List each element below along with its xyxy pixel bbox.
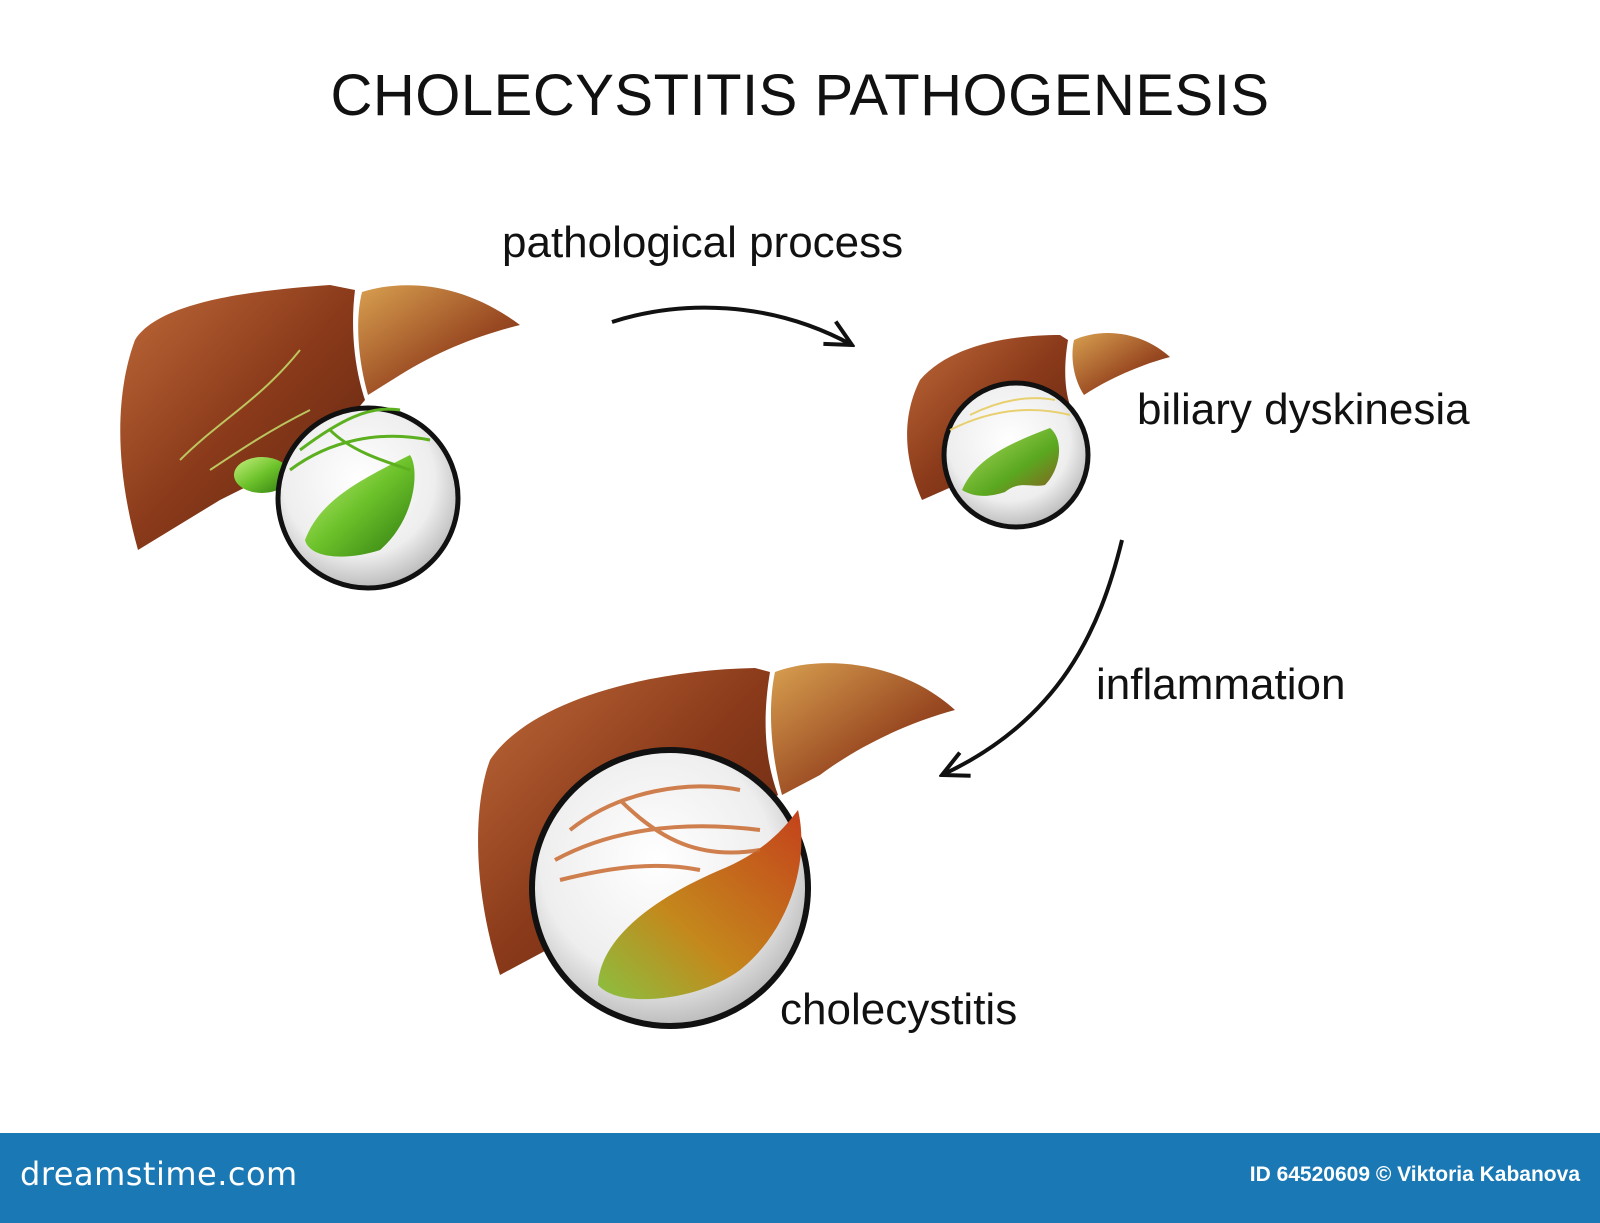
- footer-brand[interactable]: dreamstime.com: [20, 1155, 298, 1193]
- cholecystitis-liver-illustration: [478, 663, 955, 1029]
- label-biliary-dyskinesia: biliary dyskinesia: [1137, 385, 1470, 434]
- inflammation-arrow: [942, 539, 1124, 775]
- diagram-canvas: [120, 285, 1170, 1029]
- footer-credit: ID 64520609 © Viktoria Kabanova: [1249, 1163, 1580, 1186]
- dyskinesia-liver-illustration: [907, 332, 1170, 530]
- diagram-title: CHOLECYSTITIS PATHOGENESIS: [330, 63, 1270, 128]
- pathological-process-arrow: [611, 305, 852, 345]
- footer-bar: dreamstime.com ID 64520609 © Viktoria Ka…: [0, 1133, 1600, 1223]
- label-pathological-process: pathological process: [502, 218, 904, 267]
- label-inflammation: inflammation: [1096, 660, 1346, 709]
- healthy-liver-illustration: [120, 285, 520, 591]
- label-cholecystitis: cholecystitis: [780, 985, 1018, 1034]
